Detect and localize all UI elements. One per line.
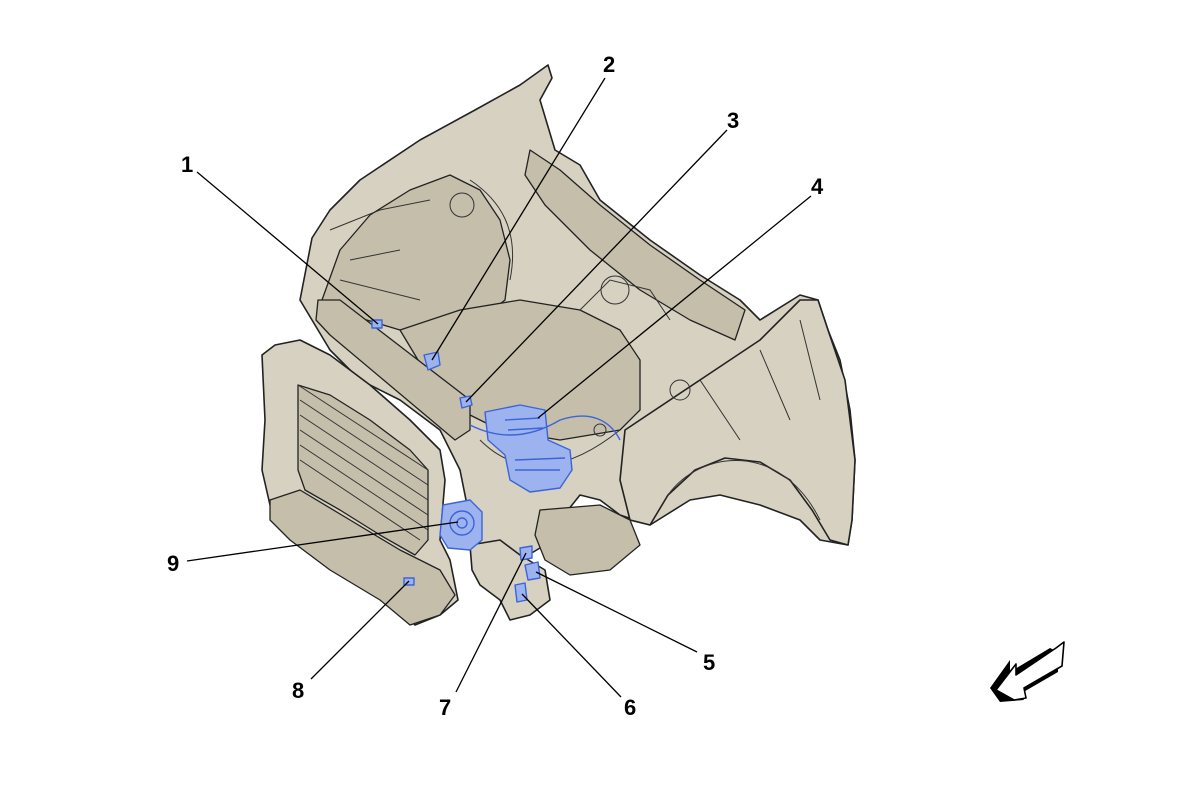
part-2-bracket xyxy=(423,351,441,371)
part-6-clip xyxy=(514,582,528,603)
part-9-component xyxy=(439,499,483,551)
callout-1: 1 xyxy=(181,152,193,177)
fender-right xyxy=(619,299,856,546)
callout-5: 5 xyxy=(703,650,715,675)
callout-2: 2 xyxy=(603,52,615,77)
leader-lines xyxy=(186,77,812,698)
callout-3: 3 xyxy=(727,108,739,133)
callout-7: 7 xyxy=(439,695,451,720)
lower-cross-member xyxy=(269,489,456,626)
leader-7 xyxy=(455,552,527,693)
leader-5 xyxy=(535,571,698,653)
callout-9: 9 xyxy=(167,551,179,576)
radiator-core xyxy=(297,384,429,556)
vehicle-front-structure xyxy=(261,64,856,626)
leader-6 xyxy=(521,593,622,698)
highlighted-components xyxy=(371,319,621,603)
lower-bracket xyxy=(469,539,551,621)
direction-arrow-icon xyxy=(990,641,1065,702)
leader-4 xyxy=(537,195,812,419)
callout-numbers: 1 2 3 4 5 6 7 8 9 xyxy=(167,52,824,720)
part-5-bracket xyxy=(524,561,541,581)
front-cross-member xyxy=(315,299,471,441)
callout-6: 6 xyxy=(624,695,636,720)
leader-8 xyxy=(310,580,410,680)
leader-2 xyxy=(431,77,606,361)
leader-9 xyxy=(186,521,459,562)
leader-3 xyxy=(465,129,728,403)
callout-4: 4 xyxy=(811,174,824,199)
suspension-node xyxy=(534,504,641,576)
callout-8: 8 xyxy=(292,678,304,703)
leader-1 xyxy=(196,171,379,325)
cowl-channel xyxy=(524,149,746,341)
